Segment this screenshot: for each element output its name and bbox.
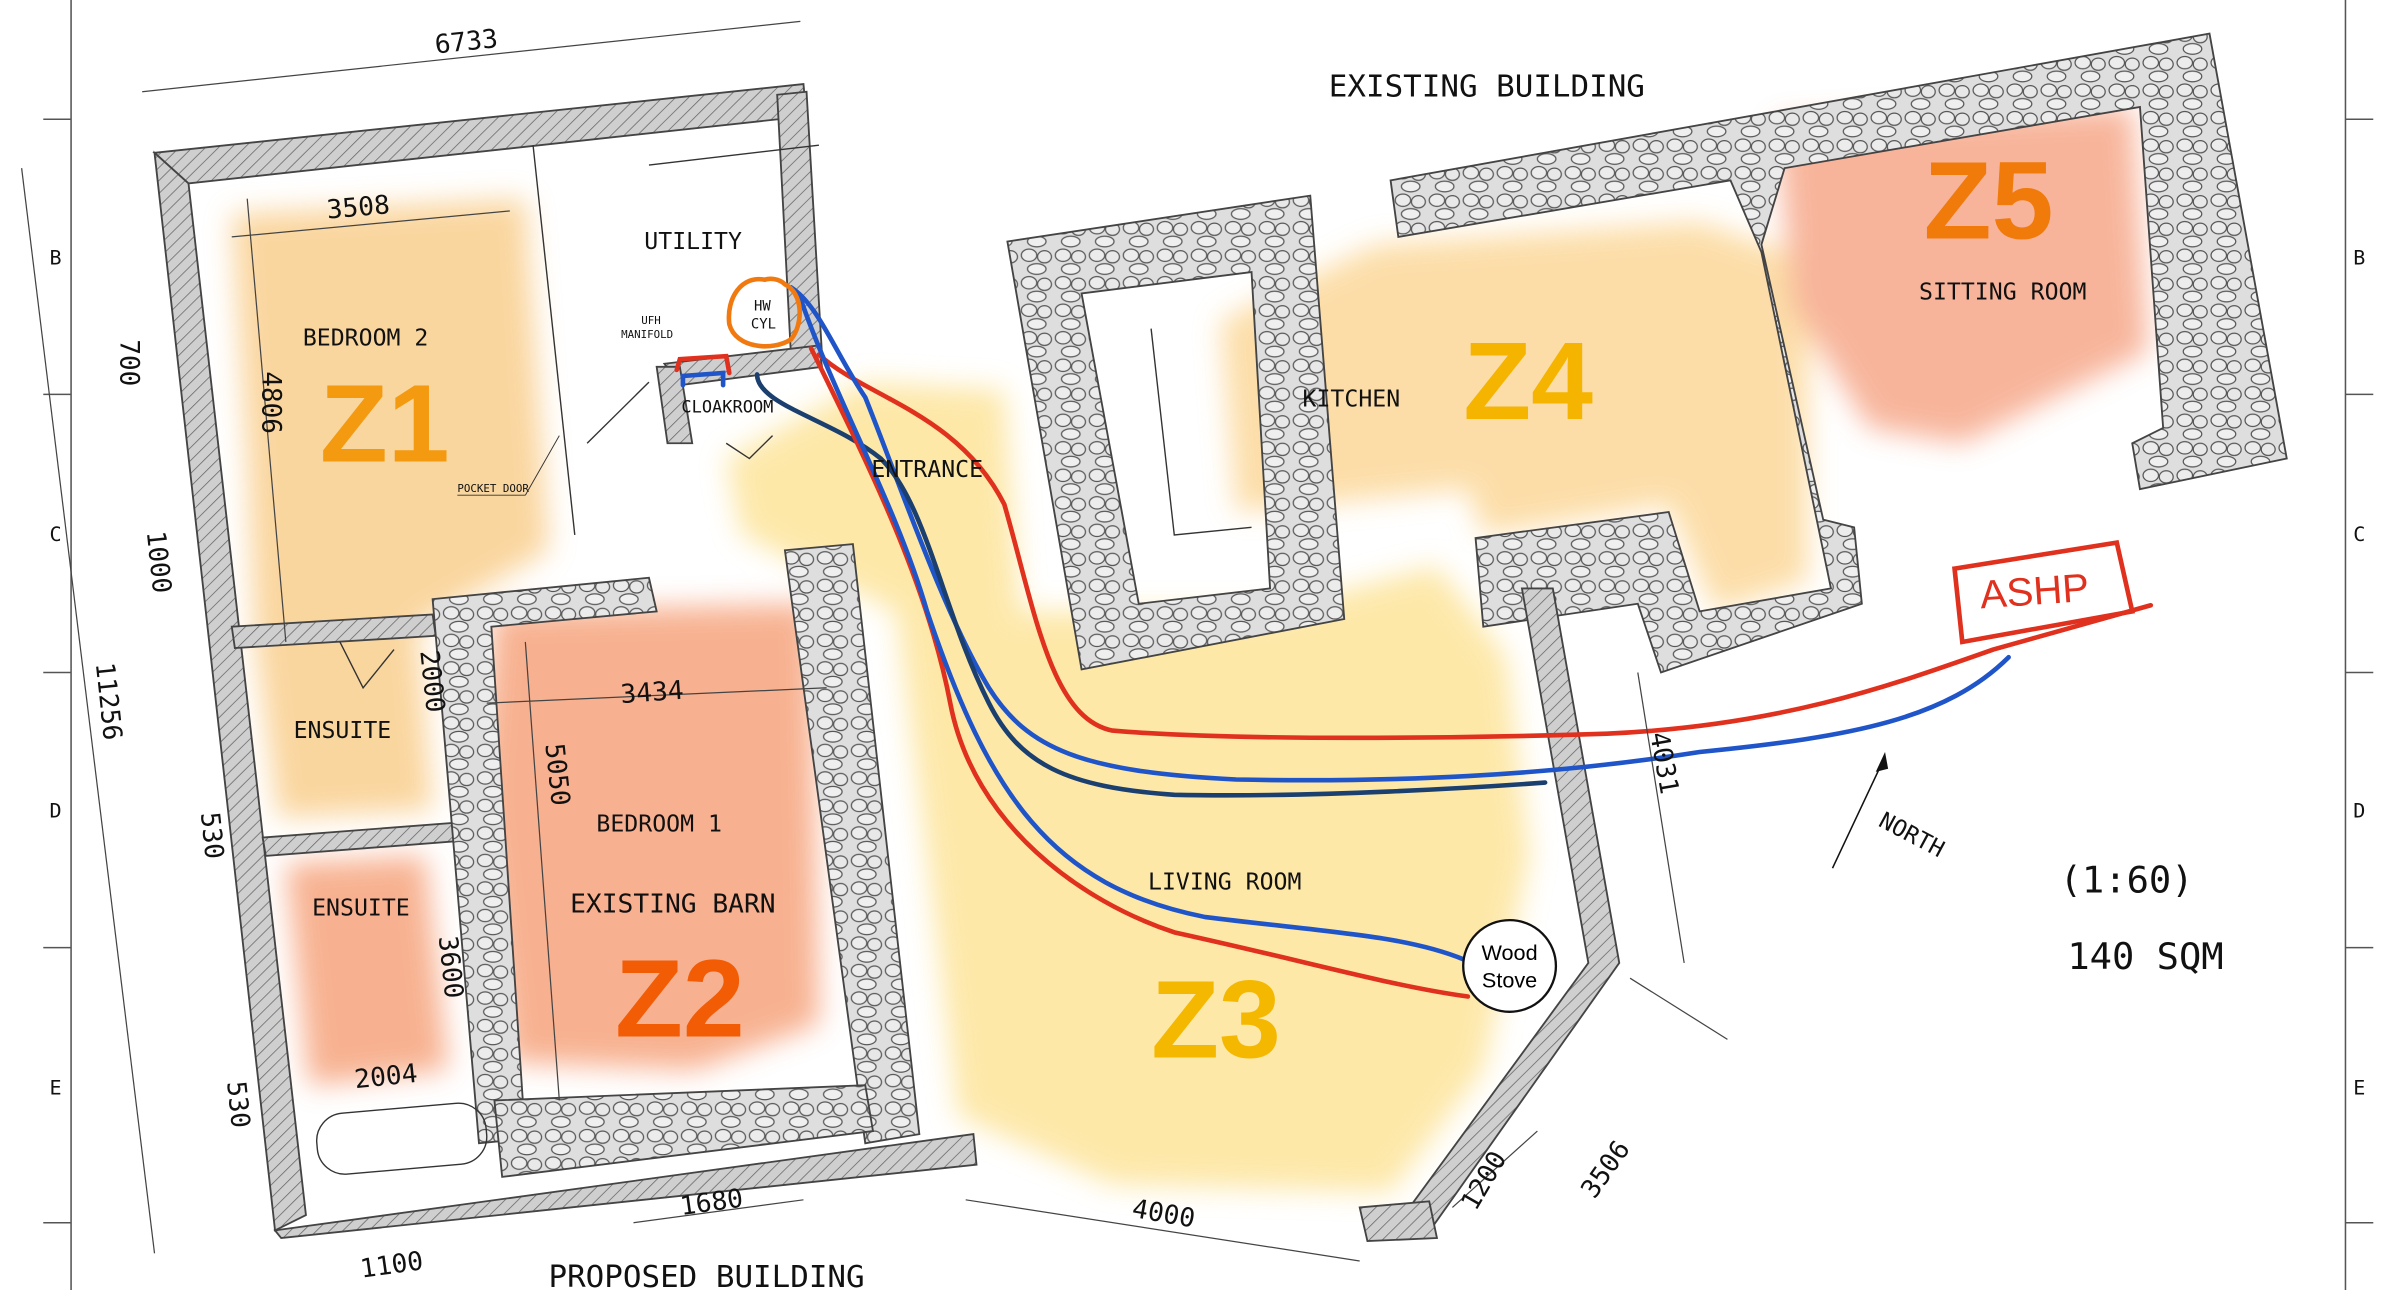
dim-label: 11256 bbox=[89, 661, 127, 742]
dim-label: 6733 bbox=[433, 24, 499, 60]
label-cloakroom: CLOAKROOM bbox=[681, 397, 773, 417]
flow-pipe-ashp bbox=[816, 352, 2154, 741]
grid-label-right: D bbox=[2353, 799, 2365, 823]
dim-label: 2000 bbox=[413, 649, 450, 714]
dim-label: 1100 bbox=[358, 1246, 425, 1284]
label-ensuite: ENSUITE bbox=[312, 896, 410, 922]
dim-label: 700 bbox=[113, 339, 143, 386]
return-pipe-ashp bbox=[788, 285, 2011, 783]
dim-label: 4806 bbox=[256, 371, 286, 434]
zone-labels: Z1 Z2 Z3 Z4 Z5 bbox=[320, 140, 2054, 1082]
zone-label-z1: Z1 bbox=[320, 363, 450, 485]
dim-label: 4031 bbox=[1643, 730, 1684, 797]
north-label: NORTH bbox=[1874, 808, 1948, 863]
label-existing-barn: EXISTING BARN bbox=[570, 890, 775, 920]
label-ashp: ASHP bbox=[1978, 566, 2090, 617]
grid-label-right: E bbox=[2353, 1075, 2365, 1099]
label-manifold: MANIFOLD bbox=[621, 328, 673, 341]
label-ufh: UFH bbox=[641, 314, 661, 327]
zone-z1-area bbox=[231, 198, 549, 818]
stone-walls bbox=[431, 32, 2288, 1243]
label-utility: UTILITY bbox=[644, 229, 742, 255]
label-hw: HW bbox=[754, 298, 771, 314]
dim-label: 3508 bbox=[326, 190, 392, 225]
return-pipe-stove bbox=[798, 295, 1468, 963]
zone-z3-area bbox=[726, 382, 1530, 1193]
zone-z2-area bbox=[478, 603, 819, 1070]
wood-stove-label: Stove bbox=[1482, 968, 1537, 992]
zone-label-z3: Z3 bbox=[1151, 959, 1281, 1081]
pipework bbox=[674, 276, 2154, 999]
flow-pipe-stove bbox=[808, 346, 1471, 999]
label-living-room: LIVING ROOM bbox=[1148, 870, 1301, 896]
dim-label: 5050 bbox=[538, 742, 575, 807]
grid-label-right: B bbox=[2353, 246, 2365, 270]
ufh-manifold-flow-marker bbox=[674, 353, 732, 376]
label-pocket-door: POCKET DOOR bbox=[457, 482, 529, 495]
dim-label: 3434 bbox=[620, 676, 685, 710]
wood-stove: Wood Stove bbox=[1462, 918, 1558, 1013]
scale-label: (1:60) bbox=[2060, 859, 2194, 902]
zone-z5-area bbox=[1776, 106, 2148, 444]
dim-label: 530 bbox=[220, 1080, 255, 1130]
label-entrance: ENTRANCE bbox=[871, 457, 983, 483]
dim-label: 3506 bbox=[1576, 1135, 1637, 1203]
grid-label-left: C bbox=[49, 522, 61, 546]
label-bedroom-1: BEDROOM 1 bbox=[596, 812, 722, 838]
label-kitchen: KITCHEN bbox=[1303, 387, 1401, 413]
label-bedroom-2: BEDROOM 2 bbox=[303, 326, 429, 352]
zone-z2-ensuite-area bbox=[285, 855, 449, 1086]
label-sitting-room: SITTING ROOM bbox=[1919, 280, 2086, 306]
zone-label-z2: Z2 bbox=[615, 938, 745, 1060]
zone-z4-area bbox=[1220, 221, 1808, 612]
hw-cylinder-marker bbox=[726, 276, 803, 349]
drawing-frame: B C D E B C D E bbox=[43, 0, 2374, 1290]
dim-label: 4000 bbox=[1130, 1194, 1198, 1234]
ufh-manifold-return-marker bbox=[680, 370, 726, 388]
zone-shading bbox=[231, 106, 2148, 1193]
grid-label-left: D bbox=[49, 799, 61, 823]
north-arrow: NORTH bbox=[1831, 751, 1948, 869]
grid-label-left: B bbox=[49, 246, 61, 270]
interior-lines bbox=[315, 144, 1252, 1175]
grid-label-right: C bbox=[2353, 522, 2365, 546]
dim-label: 3600 bbox=[432, 935, 469, 1000]
zone-label-z4: Z4 bbox=[1463, 320, 1593, 442]
label-ensuite: ENSUITE bbox=[294, 718, 392, 744]
heading-existing-building: EXISTING BUILDING bbox=[1329, 68, 1645, 104]
wood-stove-label: Wood bbox=[1482, 941, 1538, 965]
label-cyl: CYL bbox=[751, 317, 776, 333]
dim-label: 2004 bbox=[353, 1059, 419, 1095]
room-labels: EXISTING BUILDING PROPOSED BUILDING UTIL… bbox=[294, 68, 2224, 1290]
heading-proposed-building: PROPOSED BUILDING bbox=[549, 1259, 865, 1290]
dimension-lines bbox=[21, 20, 1728, 1262]
dim-label: 530 bbox=[194, 811, 229, 861]
dim-label: 1000 bbox=[140, 530, 177, 595]
zone-label-z5: Z5 bbox=[1924, 140, 2054, 262]
ashp-outline bbox=[1952, 539, 2136, 645]
grid-label-left: E bbox=[49, 1075, 61, 1099]
area-label: 140 SQM bbox=[2067, 935, 2223, 978]
